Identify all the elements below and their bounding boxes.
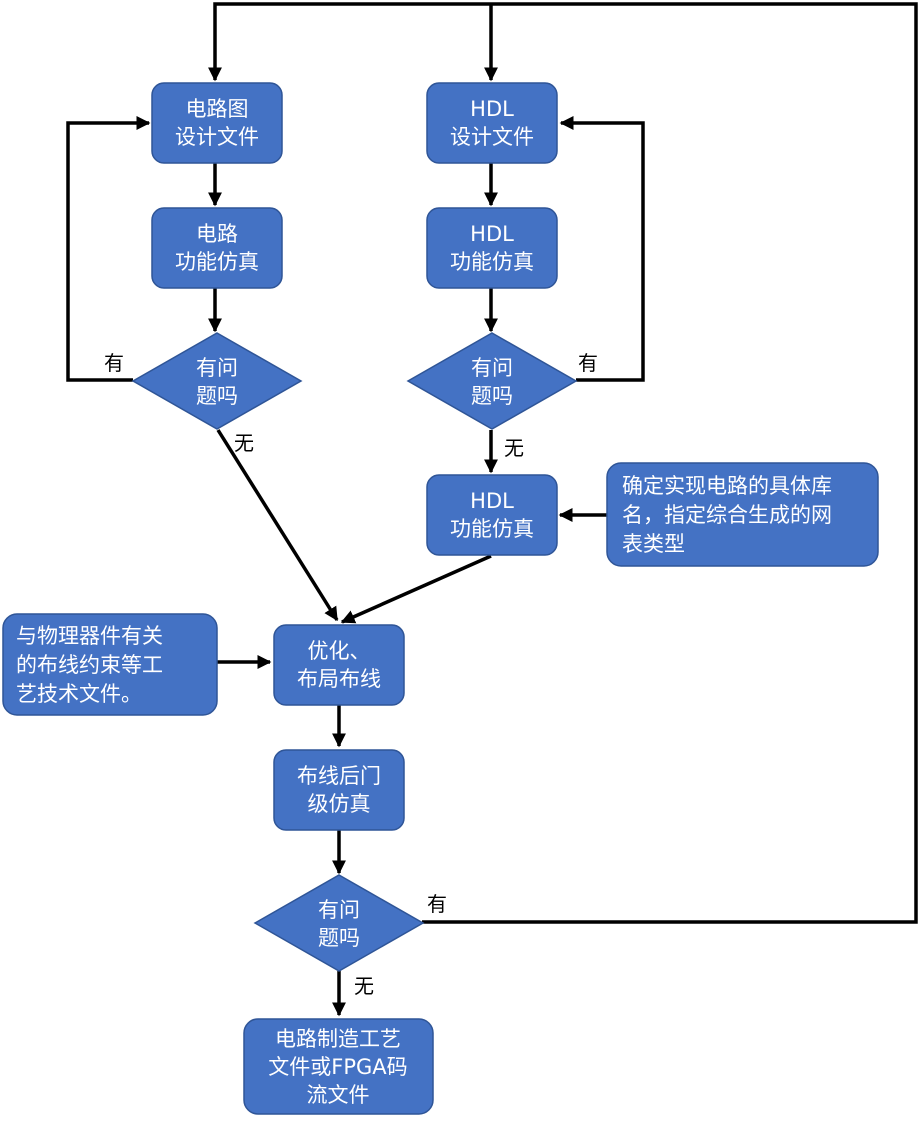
node-text-line: 功能仿真 bbox=[450, 517, 534, 541]
node-schematic-check: 有问题吗 bbox=[131, 332, 303, 430]
node-text-line: 电路 bbox=[196, 222, 238, 246]
node-text-line: 题吗 bbox=[471, 384, 513, 408]
node-text-line: 布线后门 bbox=[297, 764, 381, 788]
edge-schematic-no-to-optimize bbox=[216, 429, 339, 622]
node-final-check: 有问题吗 bbox=[253, 874, 425, 972]
node-text-line: 确定实现电路的具体库 bbox=[622, 474, 832, 498]
node-physical-note: 与物理器件有关的布线约束等工艺技术文件。 bbox=[2, 613, 218, 716]
edge-schematic-yes-loop bbox=[66, 116, 151, 382]
node-text-line: 有问 bbox=[471, 356, 513, 380]
node-hdl-design: HDL 设计文件 bbox=[426, 82, 558, 164]
node-hdl-sim: HDL 功能仿真 bbox=[426, 207, 558, 289]
node-text-line: 布局布线 bbox=[297, 667, 381, 691]
svg-text:确定实现电路的具体库名，指定综合生成的网表类型: 确定实现电路的具体库名，指定综合生成的网表类型 bbox=[622, 474, 832, 556]
svg-text:有问题吗: 有问题吗 bbox=[196, 356, 238, 408]
label-final-no: 无 bbox=[354, 974, 374, 998]
node-text-line: 电路图 bbox=[186, 97, 249, 121]
node-hdl-sim-2: HDL 功能仿真 bbox=[426, 474, 558, 556]
svg-text:布线后门级仿真: 布线后门级仿真 bbox=[297, 764, 381, 816]
node-text-line: HDL bbox=[470, 222, 514, 246]
connectors bbox=[66, 2, 918, 1017]
svg-text:优化、布局布线: 优化、布局布线 bbox=[297, 639, 381, 691]
svg-text:与物理器件有关的布线约束等工艺技术文件。: 与物理器件有关的布线约束等工艺技术文件。 bbox=[16, 624, 163, 706]
node-text-line: 有问 bbox=[196, 356, 238, 380]
node-text-line: 名，指定综合生成的网 bbox=[622, 503, 832, 527]
label-hdl-yes: 有 bbox=[578, 351, 598, 375]
node-text-line: 优化、 bbox=[308, 639, 371, 663]
node-text-line: 题吗 bbox=[196, 384, 238, 408]
node-text-line: 文件或FPGA码 bbox=[268, 1055, 407, 1079]
svg-text:电路功能仿真: 电路功能仿真 bbox=[175, 222, 259, 274]
node-text-line: 艺技术文件。 bbox=[16, 682, 142, 706]
node-library-note: 确定实现电路的具体库名，指定综合生成的网表类型 bbox=[606, 462, 879, 567]
node-hdl-check: 有问题吗 bbox=[406, 332, 578, 430]
node-text-line: 设计文件 bbox=[450, 125, 534, 149]
node-text-line: HDL bbox=[470, 489, 514, 513]
svg-text:电路图设计文件: 电路图设计文件 bbox=[175, 97, 259, 149]
svg-text:有问题吗: 有问题吗 bbox=[318, 898, 360, 950]
feedback-line-top bbox=[208, 2, 918, 924]
node-text-line: 题吗 bbox=[318, 926, 360, 950]
node-text-line: 有问 bbox=[318, 898, 360, 922]
edge-labels: 有 无 有 无 有 无 bbox=[104, 351, 598, 998]
node-text-line: 与物理器件有关 bbox=[16, 624, 163, 648]
node-text-line: 电路制造工艺 bbox=[275, 1027, 401, 1051]
node-post-route-sim: 布线后门级仿真 bbox=[273, 749, 405, 831]
node-text-line: 功能仿真 bbox=[450, 250, 534, 274]
label-schematic-no: 无 bbox=[234, 431, 254, 455]
svg-text:电路制造工艺文件或FPGA码流文件: 电路制造工艺文件或FPGA码流文件 bbox=[268, 1027, 407, 1107]
edge-hdl-yes-loop bbox=[559, 116, 645, 382]
node-text-line: 级仿真 bbox=[308, 792, 371, 816]
edge-sim2-to-optimize bbox=[340, 554, 492, 624]
node-schematic-sim: 电路功能仿真 bbox=[151, 207, 283, 289]
label-schematic-yes: 有 bbox=[104, 351, 124, 375]
node-optimize-route: 优化、布局布线 bbox=[273, 624, 405, 706]
label-final-yes: 有 bbox=[427, 892, 447, 916]
node-output-files: 电路制造工艺文件或FPGA码流文件 bbox=[243, 1018, 434, 1115]
svg-text:有问题吗: 有问题吗 bbox=[471, 356, 513, 408]
node-schematic-design: 电路图设计文件 bbox=[151, 82, 283, 164]
node-text-line: 流文件 bbox=[307, 1083, 370, 1107]
node-text-line: 设计文件 bbox=[175, 125, 259, 149]
node-text-line: 功能仿真 bbox=[175, 250, 259, 274]
node-text-line: 的布线约束等工 bbox=[16, 653, 163, 677]
node-text-line: 表类型 bbox=[622, 532, 685, 556]
label-hdl-no: 无 bbox=[504, 436, 524, 460]
node-text-line: HDL bbox=[470, 97, 514, 121]
